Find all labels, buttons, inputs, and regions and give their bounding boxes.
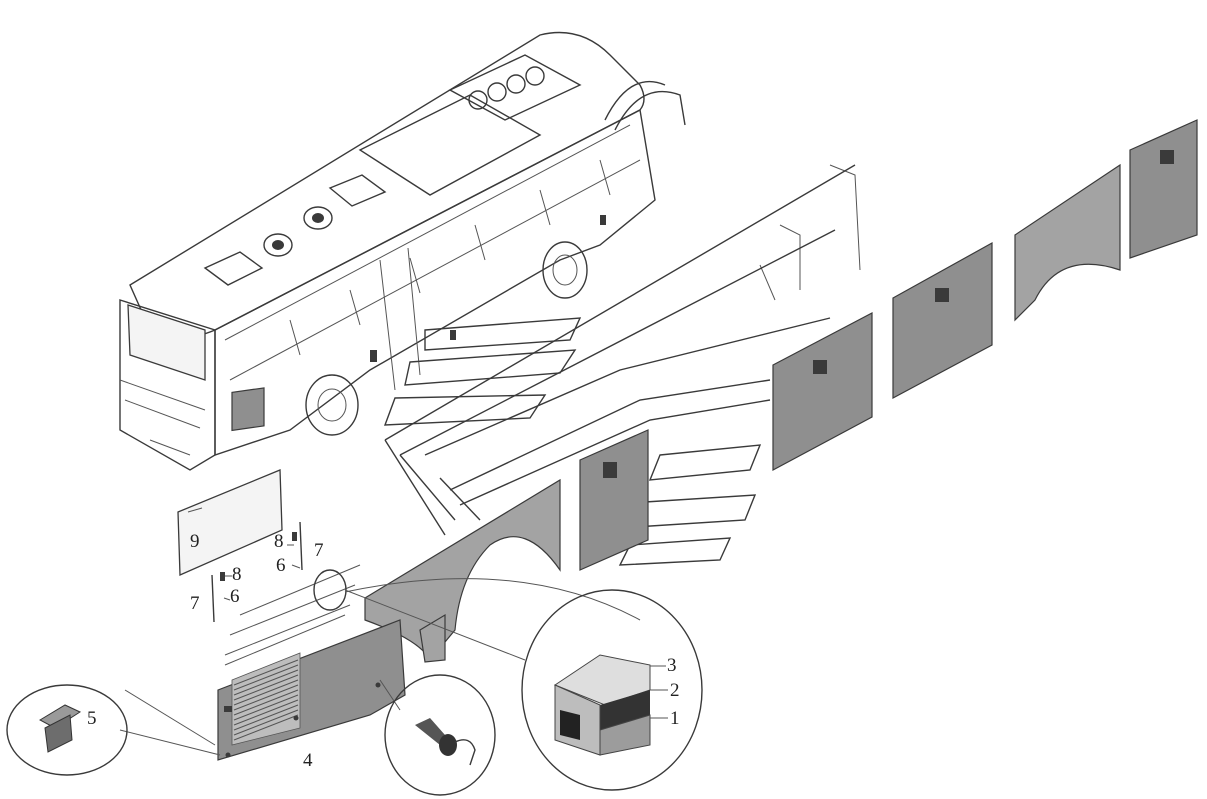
callout-leaders bbox=[225, 544, 668, 719]
callout-labels: 1 2 3 4 5 6 6 7 7 8 8 9 bbox=[87, 531, 680, 771]
seal-detail-circle bbox=[344, 578, 703, 791]
callout-4: 4 bbox=[303, 750, 313, 771]
rear-side-panel-part-4 bbox=[217, 619, 406, 761]
callout-3: 3 bbox=[667, 655, 677, 676]
callout-7-right: 7 bbox=[314, 540, 324, 561]
callout-7-left: 7 bbox=[190, 593, 200, 614]
trim-rails bbox=[224, 564, 361, 666]
callout-2: 2 bbox=[670, 680, 680, 701]
roof-hatches bbox=[203, 174, 387, 286]
callout-6-right: 6 bbox=[276, 555, 286, 576]
callout-8-right: 8 bbox=[274, 531, 284, 552]
fastener-hardware bbox=[211, 521, 303, 623]
wiring-harness bbox=[759, 164, 861, 301]
side-mirror-arms bbox=[604, 80, 686, 131]
callout-9: 9 bbox=[190, 531, 200, 552]
side-glass-part-9 bbox=[177, 469, 283, 576]
bracket-detail-circle bbox=[6, 684, 221, 776]
roof-ac-unit bbox=[358, 54, 582, 196]
lock-detail-circle bbox=[379, 674, 496, 796]
upper-side-panels bbox=[772, 119, 1198, 472]
callout-8-left: 8 bbox=[232, 564, 242, 585]
callout-6-left: 6 bbox=[230, 586, 240, 607]
callout-1: 1 bbox=[670, 708, 680, 729]
bus-body bbox=[119, 31, 656, 471]
glass-strip-outlines bbox=[383, 164, 856, 566]
callout-5: 5 bbox=[87, 708, 97, 729]
